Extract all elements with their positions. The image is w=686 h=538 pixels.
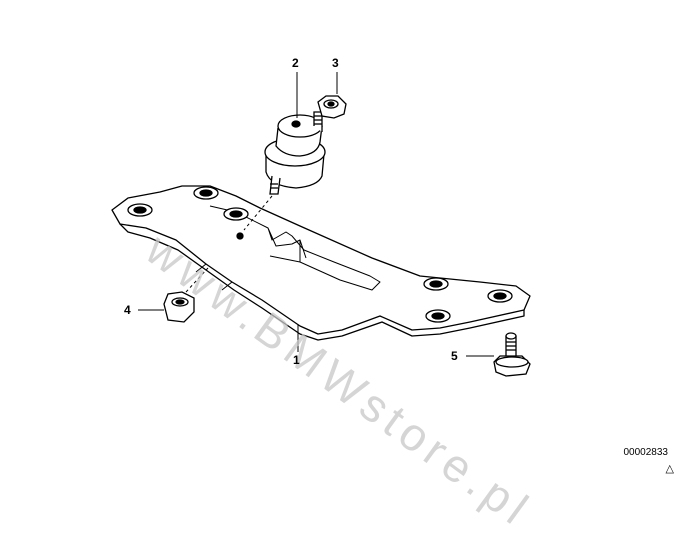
hex-bolt[interactable] [493,332,531,377]
rubber-mount[interactable] [264,111,326,195]
triangle-icon: △ [665,463,674,475]
callout-4: 4 [124,303,131,317]
callout-5: 5 [451,349,458,363]
hex-nut-top[interactable] [317,95,347,119]
parts-diagram [111,72,531,377]
transmission-crossmember[interactable] [111,185,531,341]
callout-2: 2 [292,56,299,70]
callout-1: 1 [293,353,300,367]
hex-nut-left[interactable] [163,291,195,323]
leader-lines [138,72,494,357]
callout-3: 3 [332,56,339,70]
assembly-lines [185,195,273,293]
document-number: 00002833 [623,447,669,458]
